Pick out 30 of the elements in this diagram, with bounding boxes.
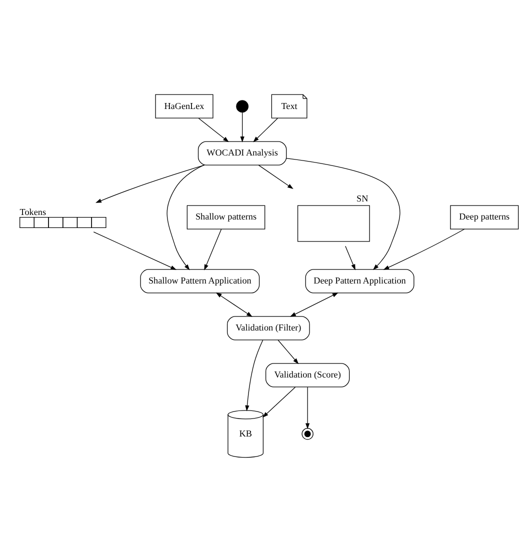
node-bullseye (302, 428, 314, 440)
arrow (198, 117, 229, 142)
arrow (253, 117, 278, 142)
arrow (258, 164, 294, 188)
arrow (245, 339, 264, 411)
arrow (290, 292, 338, 316)
node-label: Tokens (20, 206, 46, 216)
node-box: Shallow Pattern Application (140, 268, 260, 293)
arrow (93, 231, 177, 270)
node-label: SN (356, 193, 368, 204)
node-box (297, 204, 370, 242)
node-box: Deep Pattern Application (305, 268, 414, 293)
arrow (240, 111, 244, 142)
node-box: Shallow patterns (186, 204, 266, 229)
arrow (166, 164, 204, 270)
arrow (278, 339, 299, 364)
arrow (306, 386, 310, 429)
node-box: Deep patterns (450, 204, 519, 229)
arrow (204, 228, 222, 270)
node-box: WOCADI Analysis (198, 140, 287, 165)
node-circle (236, 100, 249, 112)
arrow (286, 157, 400, 270)
node-box: Validation (Filter) (226, 316, 310, 340)
node-box: Validation (Score) (265, 362, 350, 387)
node-box: HaGenLex (155, 94, 214, 118)
arrow (216, 292, 252, 316)
arrow (383, 228, 465, 270)
arrow (262, 386, 296, 418)
arrow (96, 164, 205, 202)
arrow (345, 245, 356, 270)
